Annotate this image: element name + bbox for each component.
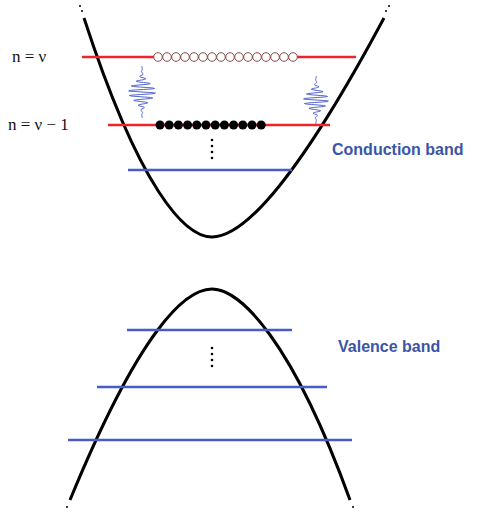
dot [79,5,81,7]
level-line [68,439,352,442]
empty-state [208,53,217,62]
dot [385,10,387,12]
empty-state [181,53,190,62]
empty-state [271,53,280,62]
empty-state [235,53,244,62]
empty-state [253,53,262,62]
conduction-parabola [84,18,384,237]
empty-state [226,53,235,62]
electron [165,121,174,130]
wave-packet [304,76,329,124]
dot [81,10,83,12]
electron [174,121,183,130]
electron [202,121,211,130]
band-label: Conduction band [332,141,464,159]
electron [248,121,257,130]
level-line [97,386,327,389]
valence-parabola [70,289,350,500]
electron [257,121,266,130]
electron [183,121,192,130]
empty-state [262,53,271,62]
dot [352,506,354,508]
filled-states [156,121,266,130]
electron [156,121,165,130]
dot [388,5,390,7]
empty-state [172,53,181,62]
electron [192,121,201,130]
empty-state [154,53,163,62]
electron [238,121,247,130]
level-label: n = ν [12,47,46,67]
level-line [128,169,292,172]
empty-states [154,53,298,62]
empty-state [217,53,226,62]
ellipsis-dots [211,139,214,368]
empty-state [199,53,208,62]
empty-state [244,53,253,62]
empty-state [163,53,172,62]
electron [229,121,238,130]
wave-packet [129,66,156,118]
dot [66,506,68,508]
empty-state [190,53,199,62]
band-label: Valence band [338,338,440,356]
electron [211,121,220,130]
level-label: n = ν − 1 [8,115,69,135]
empty-state [289,53,298,62]
empty-state [280,53,289,62]
electron [220,121,229,130]
level-line [127,329,292,332]
